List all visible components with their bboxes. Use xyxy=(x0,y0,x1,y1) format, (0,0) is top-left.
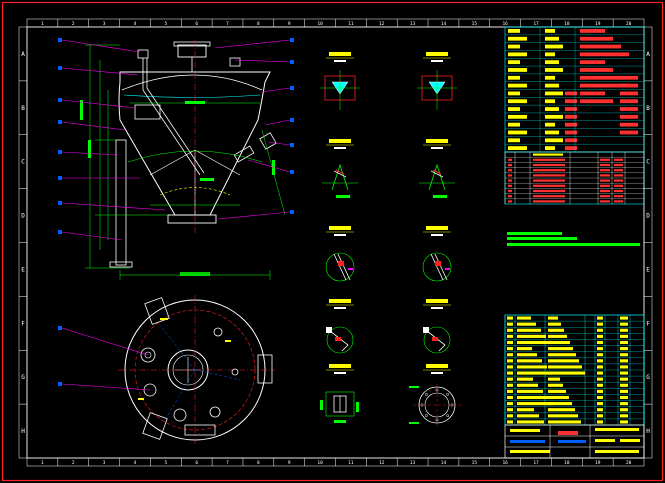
zone-number: 7 xyxy=(226,460,229,466)
zone-number: 10 xyxy=(317,460,323,466)
vessel-plan-view xyxy=(118,295,275,445)
elevation-dimensions xyxy=(85,44,286,280)
zone-number: 16 xyxy=(502,21,508,27)
zone-number: 14 xyxy=(441,460,447,466)
zone-number: 20 xyxy=(626,460,632,466)
zone-number: 3 xyxy=(103,460,106,466)
zone-number: 2 xyxy=(72,460,75,466)
zone-number: 13 xyxy=(410,460,416,466)
zone-number: 9 xyxy=(288,460,291,466)
spec-table xyxy=(504,26,645,153)
zone-labels: 1122334455667788991010111112121313141415… xyxy=(19,19,652,466)
zone-letter: E xyxy=(646,266,650,273)
zone-number: 15 xyxy=(472,21,478,27)
zone-number: 9 xyxy=(288,21,291,27)
zone-letter: F xyxy=(21,320,25,327)
parts-list-table xyxy=(504,314,645,426)
zone-number: 19 xyxy=(595,460,601,466)
zone-number: 16 xyxy=(502,460,508,466)
zone-number: 14 xyxy=(441,21,447,27)
weld-detail xyxy=(422,226,452,282)
weld-detail xyxy=(322,139,358,198)
zone-letter: G xyxy=(646,374,650,381)
weld-detail xyxy=(320,52,360,110)
zone-number: 17 xyxy=(533,21,539,27)
weld-detail xyxy=(419,139,455,198)
leader-tags xyxy=(58,38,294,234)
zone-letter: G xyxy=(21,374,25,381)
zone-number: 8 xyxy=(257,21,260,27)
weld-detail xyxy=(325,226,355,282)
zone-number: 10 xyxy=(317,21,323,27)
elevation-leaders xyxy=(61,39,291,241)
zone-letter: A xyxy=(21,51,25,58)
zone-number: 20 xyxy=(626,21,632,27)
zone-number: 17 xyxy=(533,460,539,466)
weld-detail xyxy=(423,299,451,354)
zone-letter: E xyxy=(21,266,25,273)
vessel-elevation-view xyxy=(109,40,277,268)
zone-letter: B xyxy=(646,105,650,112)
zone-letter: H xyxy=(21,428,25,435)
zone-letter: B xyxy=(21,105,25,112)
technical-notes xyxy=(507,232,640,246)
zone-number: 18 xyxy=(564,460,570,466)
zone-number: 1 xyxy=(41,460,44,466)
weld-detail xyxy=(320,364,359,423)
zone-number: 7 xyxy=(226,21,229,27)
vessel-shell-outline xyxy=(118,71,271,216)
zone-letter: D xyxy=(21,213,25,220)
zone-number: 1 xyxy=(41,21,44,27)
zone-number: 6 xyxy=(195,460,198,466)
zone-number: 2 xyxy=(72,21,75,27)
zone-number: 15 xyxy=(472,460,478,466)
zone-number: 11 xyxy=(348,21,354,27)
zone-number: 6 xyxy=(195,21,198,27)
weld-detail xyxy=(409,364,461,426)
zone-number: 11 xyxy=(348,460,354,466)
zone-number: 5 xyxy=(164,21,167,27)
zone-number: 3 xyxy=(103,21,106,27)
zone-number: 19 xyxy=(595,21,601,27)
zone-number: 4 xyxy=(134,21,137,27)
zone-letter: C xyxy=(646,159,650,166)
zone-number: 13 xyxy=(410,21,416,27)
zone-number: 4 xyxy=(134,460,137,466)
zone-number: 18 xyxy=(564,21,570,27)
zone-letter: F xyxy=(646,320,650,327)
plan-leaders xyxy=(61,327,151,391)
zone-letter: A xyxy=(646,51,650,58)
zone-number: 8 xyxy=(257,460,260,466)
zone-letter: H xyxy=(646,428,650,435)
zone-number: 12 xyxy=(379,460,385,466)
detail-views xyxy=(320,52,461,426)
top-manhole xyxy=(177,44,207,58)
zone-number: 5 xyxy=(164,460,167,466)
zone-letter: D xyxy=(646,213,650,220)
zone-number: 12 xyxy=(379,21,385,27)
support-leg xyxy=(115,139,127,266)
zone-letter: C xyxy=(21,159,25,166)
nozzle-table xyxy=(504,151,645,205)
title-block xyxy=(504,424,645,459)
weld-detail xyxy=(417,52,457,110)
elevation-dim-text xyxy=(80,100,275,276)
weld-detail xyxy=(326,299,354,354)
